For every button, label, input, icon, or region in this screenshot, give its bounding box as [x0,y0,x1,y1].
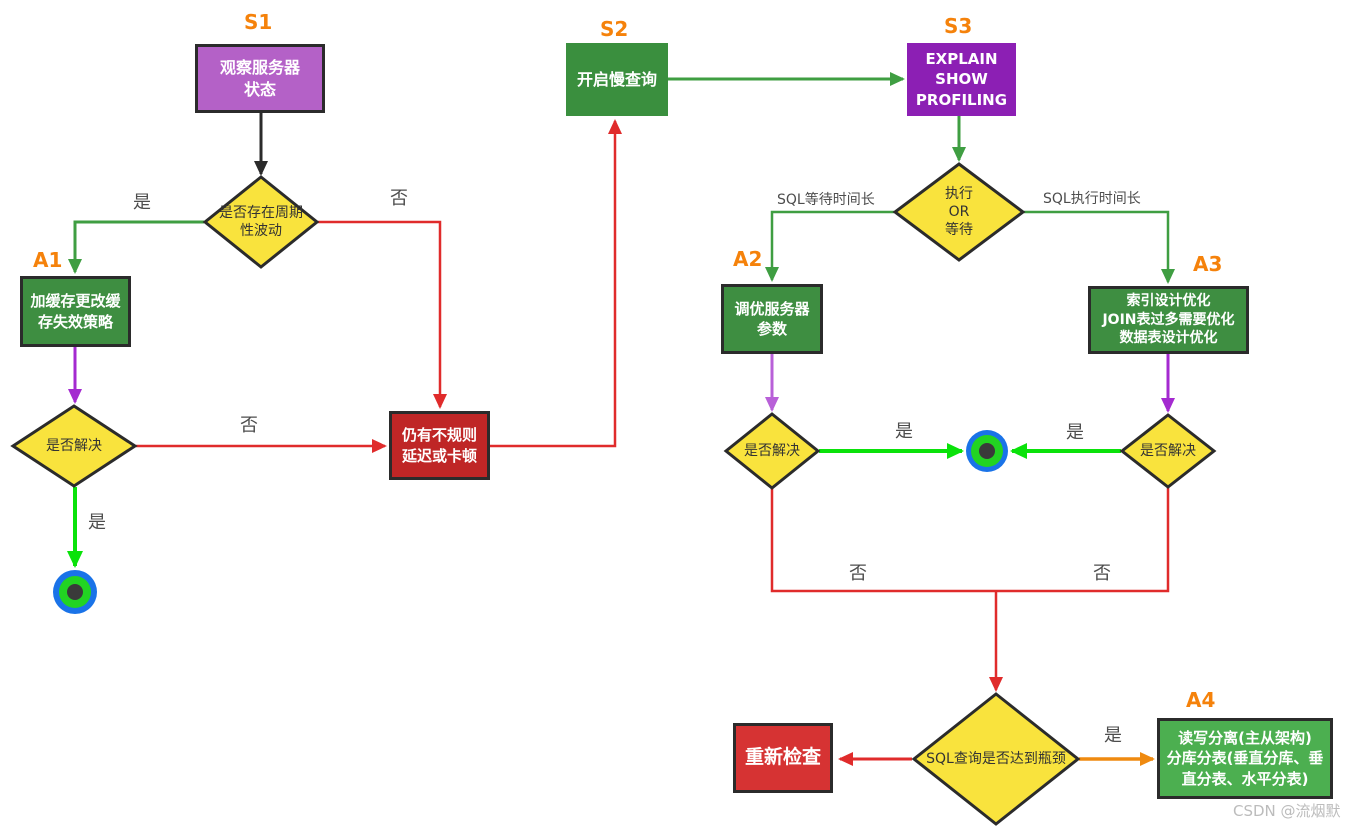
edge-label-no-1: 否 [390,188,408,209]
edge-label-sql-wait-long: SQL等待时间长 [777,192,875,208]
edge-label-yes-2: 是 [88,512,106,533]
tag-a2: A2 [733,247,763,271]
decision-periodic-fluctuation-shape [202,175,320,269]
decision-exec-or-wait-label: 执行 OR 等待 [945,185,973,239]
edge-d1-no-to-stilllag [318,220,447,409]
decision-exec-or-wait-shape [892,162,1026,262]
end-node-center-ring [971,435,1003,467]
tag-a3: A3 [1193,252,1223,276]
decision-periodic-fluctuation-label: 是否存在周期 性波动 [219,204,303,239]
edge-stilllag-to-s2 [490,119,622,448]
edge-label-yes-5: 是 [1104,725,1122,746]
node-explain-show-profiling: EXPLAIN SHOW PROFILING [907,43,1016,116]
tag-s1: S1 [244,10,273,34]
watermark: CSDN @流烟默 [1233,802,1341,820]
end-node-left-core [67,584,83,600]
edge-label-sql-exec-long: SQL执行时间长 [1043,191,1141,207]
decision-solved-2-shape [723,412,821,490]
tag-s2: S2 [600,17,629,41]
end-node-left-ring [59,576,91,608]
tag-a1: A1 [33,248,63,272]
node-index-design-optimize: 索引设计优化 JOIN表过多需要优化 数据表设计优化 [1088,286,1249,354]
edge-label-yes-3: 是 [895,421,913,442]
decision-sql-bottleneck-label: SQL查询是否达到瓶颈 [926,750,1066,767]
node-enable-slow-query: 开启慢查询 [566,43,668,116]
node-read-write-split: 读写分离(主从架构) 分库分表(垂直分库、垂 直分表、水平分表) [1157,718,1333,799]
decision-solved-2-label: 是否解决 [744,442,800,459]
edge-label-no-2: 否 [240,415,258,436]
edge-d3-exec-to-a3 [1024,210,1175,284]
end-node-left [53,570,97,614]
end-node-center [966,430,1008,472]
edge-d1-yes-to-a1 [68,220,204,274]
node-observe-server-status: 观察服务器 状态 [195,44,325,113]
tag-a4: A4 [1186,688,1216,712]
decision-sql-bottleneck-shape [911,692,1081,826]
node-recheck: 重新检查 [733,723,833,793]
edge-d4-d5-no-join [770,488,1170,593]
decision-solved-3-shape [1119,413,1217,489]
node-still-irregular-lag: 仍有不规则 延迟或卡顿 [389,411,490,480]
edge-label-no-4: 否 [1093,563,1111,584]
node-add-cache-strategy: 加缓存更改缓 存失效策略 [20,276,131,347]
edge-label-yes-4: 是 [1066,422,1084,443]
decision-solved-1-shape [10,404,138,488]
node-tune-server-params: 调优服务器 参数 [721,284,823,354]
decision-solved-3-label: 是否解决 [1140,442,1196,459]
edge-d3-wait-to-a2 [765,210,894,282]
tag-s3: S3 [944,14,973,38]
edge-label-no-3: 否 [849,563,867,584]
end-node-center-core [979,443,995,459]
edge-label-yes-1: 是 [133,192,151,213]
decision-solved-1-label: 是否解决 [46,437,102,454]
